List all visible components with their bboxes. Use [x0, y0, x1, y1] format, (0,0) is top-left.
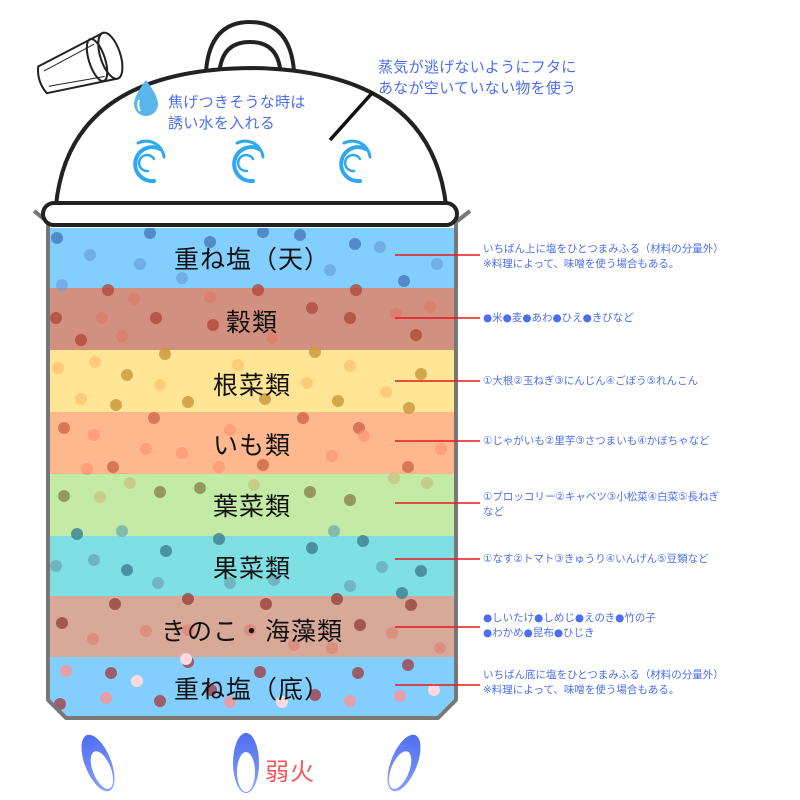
layers-group: [48, 228, 456, 718]
pot-wall: [46, 222, 458, 720]
note-root-vegetables-line1: ①大根②玉ねぎ③にんじん④ごぼう⑤れんこん: [483, 375, 699, 387]
water-tip-line1: 焦げつきそうな時は: [168, 93, 306, 111]
water-drop-icon: [134, 80, 158, 116]
layer-label-fruit-vegetables: 果菜類: [212, 554, 291, 583]
lid-tip-line2: あなが空いていない物を使う: [378, 79, 577, 97]
water-tip-note: 焦げつきそうな時は 誘い水を入れる: [168, 92, 306, 134]
note-leaf-vegetables-line2: など: [483, 506, 504, 518]
layer-label-bottom-salt: 重ね塩（底）: [173, 675, 330, 704]
note-bottom-salt-line1: いちばん底に塩をひとつまみふる（材料の分量外）: [483, 669, 724, 681]
layer-label-top-salt: 重ね塩（天）: [173, 245, 330, 274]
note-leaf-vegetables-line1: ①ブロッコリー②キャベツ③小松菜④白菜⑤長ねぎ: [483, 491, 720, 503]
steam-swirl-icon: [133, 139, 372, 184]
note-top-salt-line2: ※料理によって、味噌を使う場合もある。: [483, 258, 680, 270]
layer-label-grains: 穀類: [225, 308, 278, 337]
note-mushrooms-seaweed-line1: ●しいたけ●しめじ●えのき●竹の子: [483, 612, 656, 624]
lid-tip-note: 蒸気が逃げないようにフタに あなが空いていない物を使う: [378, 57, 577, 99]
note-potatoes-line1: ①じゃがいも②里芋③さつまいも④かぼちゃなど: [483, 435, 710, 447]
note-mushrooms-seaweed: ●しいたけ●しめじ●えのき●竹の子 ●わかめ●昆布●ひじき: [483, 611, 656, 641]
note-grains: ●米●麦●あわ●ひえ●きびなど: [483, 311, 634, 326]
connector-lines: [395, 254, 480, 686]
layer-label-leaf-vegetables: 葉菜類: [212, 492, 291, 521]
layer-label-potatoes: いも類: [212, 431, 291, 460]
note-fruit-vegetables: ①なす②トマト③きゅうり④いんげん⑤豆類など: [483, 552, 709, 567]
layer-label-mushrooms-seaweed: きのこ・海藻類: [160, 617, 343, 646]
note-top-salt: いちばん上に塩をひとつまみふる（材料の分量外） ※料理によって、味噌を使う場合も…: [483, 242, 724, 272]
lid-note-pointer: [328, 90, 375, 142]
note-mushrooms-seaweed-line2: ●わかめ●昆布●ひじき: [483, 627, 595, 639]
note-bottom-salt-line2: ※料理によって、味噌を使う場合もある。: [483, 684, 680, 696]
flame-icon: [81, 733, 421, 793]
note-top-salt-line1: いちばん上に塩をひとつまみふる（材料の分量外）: [483, 243, 724, 255]
note-grains-line1: ●米●麦●あわ●ひえ●きびなど: [483, 312, 634, 324]
lid-tip-line1: 蒸気が逃げないようにフタに: [378, 58, 577, 76]
layer-label-root-vegetables: 根菜類: [212, 371, 291, 400]
layer-grains: [48, 288, 456, 350]
layer-fruit-vegetables: [48, 536, 456, 596]
note-potatoes: ①じゃがいも②里芋③さつまいも④かぼちゃなど: [483, 434, 710, 449]
note-leaf-vegetables: ①ブロッコリー②キャベツ③小松菜④白菜⑤長ねぎ など: [483, 490, 719, 520]
note-root-vegetables: ①大根②玉ねぎ③にんじん④ごぼう⑤れんこん: [483, 374, 698, 389]
water-tip-line2: 誘い水を入れる: [168, 114, 276, 132]
heat-label: 弱火: [265, 758, 315, 786]
layer-bottom-salt: [48, 657, 456, 718]
note-bottom-salt: いちばん底に塩をひとつまみふる（材料の分量外） ※料理によって、味噌を使う場合も…: [483, 668, 724, 698]
note-fruit-vegetables-line1: ①なす②トマト③きゅうり④いんげん⑤豆類など: [483, 553, 709, 565]
glass-icon: [37, 31, 124, 95]
layer-top-salt: [48, 228, 456, 288]
